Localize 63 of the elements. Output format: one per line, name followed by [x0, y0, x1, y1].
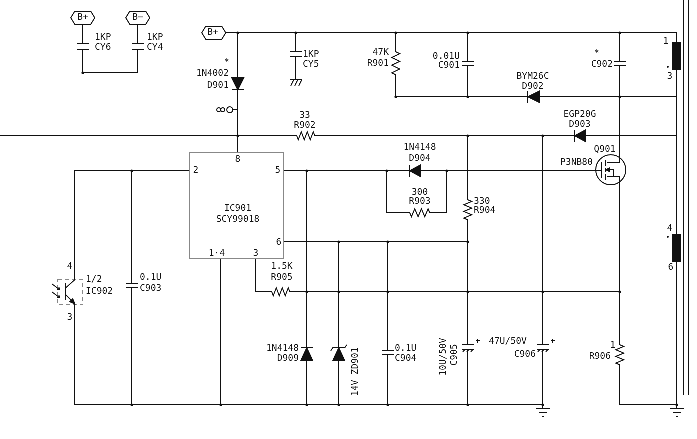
pin-number: 5 — [275, 166, 281, 176]
component-value: 1N4002 — [196, 69, 229, 79]
component-label: 14V ZD901 — [351, 348, 361, 396]
component-label: C901 — [438, 61, 460, 71]
pin-number: 8 — [235, 155, 241, 165]
pin-number: 6 — [668, 263, 674, 273]
component-label: C903 — [140, 284, 162, 294]
component-label: CY5 — [303, 60, 320, 70]
component-label: D904 — [409, 154, 431, 164]
component-value: 0.01U — [432, 52, 460, 62]
component-label: R905 — [271, 273, 293, 283]
pin-number: 1·4 — [208, 249, 226, 259]
component-value: 33 — [300, 111, 310, 121]
component-label: IC901 — [224, 204, 252, 214]
pin-number: 6 — [276, 238, 282, 248]
pin-number: 3 — [253, 249, 259, 259]
component-value: 1.5K — [271, 262, 293, 272]
component-label: D909 — [277, 354, 299, 364]
component-label: R903 — [409, 197, 431, 207]
component-label: R902 — [294, 121, 316, 131]
component-label: R906 — [589, 352, 611, 362]
pin-number: 4 — [67, 262, 73, 272]
component-label: C906 — [514, 350, 536, 360]
component-value: 10U/50V — [439, 338, 449, 376]
component-label: R901 — [367, 59, 389, 69]
pin-number: 4 — [667, 224, 673, 234]
component-label: D902 — [522, 82, 544, 92]
note-mark: * — [594, 49, 600, 59]
terminal-label: B+ — [208, 28, 218, 38]
pin-number: 2 — [193, 166, 199, 176]
component-value: 47U/50V — [489, 337, 527, 347]
component-label: Q901 — [594, 145, 616, 155]
pin-number: 1 — [663, 37, 669, 47]
component-label: CY6 — [95, 43, 112, 53]
component-value: 1N4148 — [404, 143, 436, 153]
component-value: 0.1U — [395, 344, 417, 354]
component-label: C902 — [591, 60, 613, 70]
component-label: D901 — [207, 81, 229, 91]
component-label: IC902 — [86, 287, 114, 297]
component-value: EGP20G — [564, 110, 596, 120]
component-label: D903 — [569, 120, 591, 130]
component-value: 330 — [474, 197, 490, 207]
component-label: R904 — [474, 206, 496, 216]
terminal-label: B+ — [78, 13, 88, 23]
component-label: C905 — [450, 344, 460, 366]
component-label: C904 — [395, 354, 417, 364]
pin-number: 3 — [67, 313, 73, 323]
terminal-label: B− — [132, 13, 144, 23]
component-value: 47K — [372, 48, 389, 58]
component-value: 1 — [610, 341, 616, 351]
component-value: 1KP — [95, 33, 112, 43]
component-value: 1N4148 — [266, 344, 299, 354]
component-value: BYM26C — [516, 72, 550, 82]
component-value: 0.1U — [140, 273, 162, 283]
note-mark: * — [224, 58, 230, 68]
component-value: 300 — [412, 188, 428, 198]
component-value: 1KP — [303, 50, 320, 60]
component-value: SCY99018 — [216, 215, 260, 225]
component-label: CY4 — [147, 43, 164, 53]
component-value: P3NB80 — [560, 158, 593, 168]
component-value: 1KP — [147, 33, 164, 43]
component-value: 1/2 — [86, 275, 102, 285]
pin-number: 3 — [667, 72, 673, 82]
